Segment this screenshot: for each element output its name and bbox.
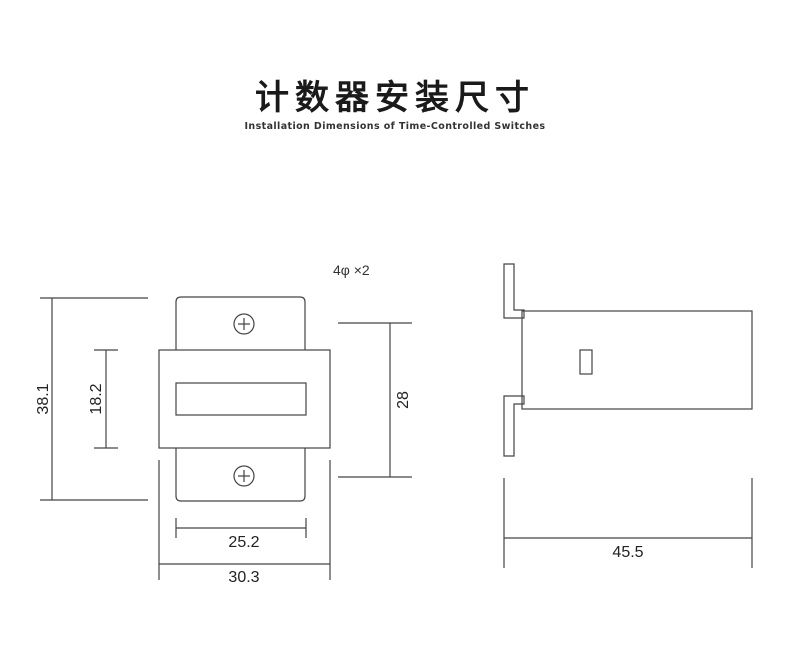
side-bottom-bracket	[503, 395, 525, 457]
display-window	[175, 382, 307, 416]
body-width-label: 30.3	[228, 569, 259, 586]
body-depth-label: 45.5	[612, 544, 643, 561]
bottom-screw-hole	[233, 465, 255, 487]
mount-spacing-label: 28	[395, 391, 412, 409]
window-width-label: 25.2	[228, 534, 259, 551]
bottom-mount-plate	[175, 448, 306, 502]
overall-height-label: 38.1	[35, 383, 52, 414]
page-subtitle: Installation Dimensions of Time-Controll…	[244, 121, 546, 132]
page-title: 计数器安装尺寸	[255, 78, 535, 118]
side-top-bracket	[503, 263, 525, 319]
top-screw-hole	[233, 313, 255, 335]
side-button	[579, 349, 593, 375]
top-mount-plate	[175, 296, 306, 350]
counter-body	[158, 349, 331, 449]
window-height-label: 18.2	[88, 383, 105, 414]
hole-note-label: 4φ ×2	[333, 262, 370, 278]
side-body	[521, 310, 753, 410]
